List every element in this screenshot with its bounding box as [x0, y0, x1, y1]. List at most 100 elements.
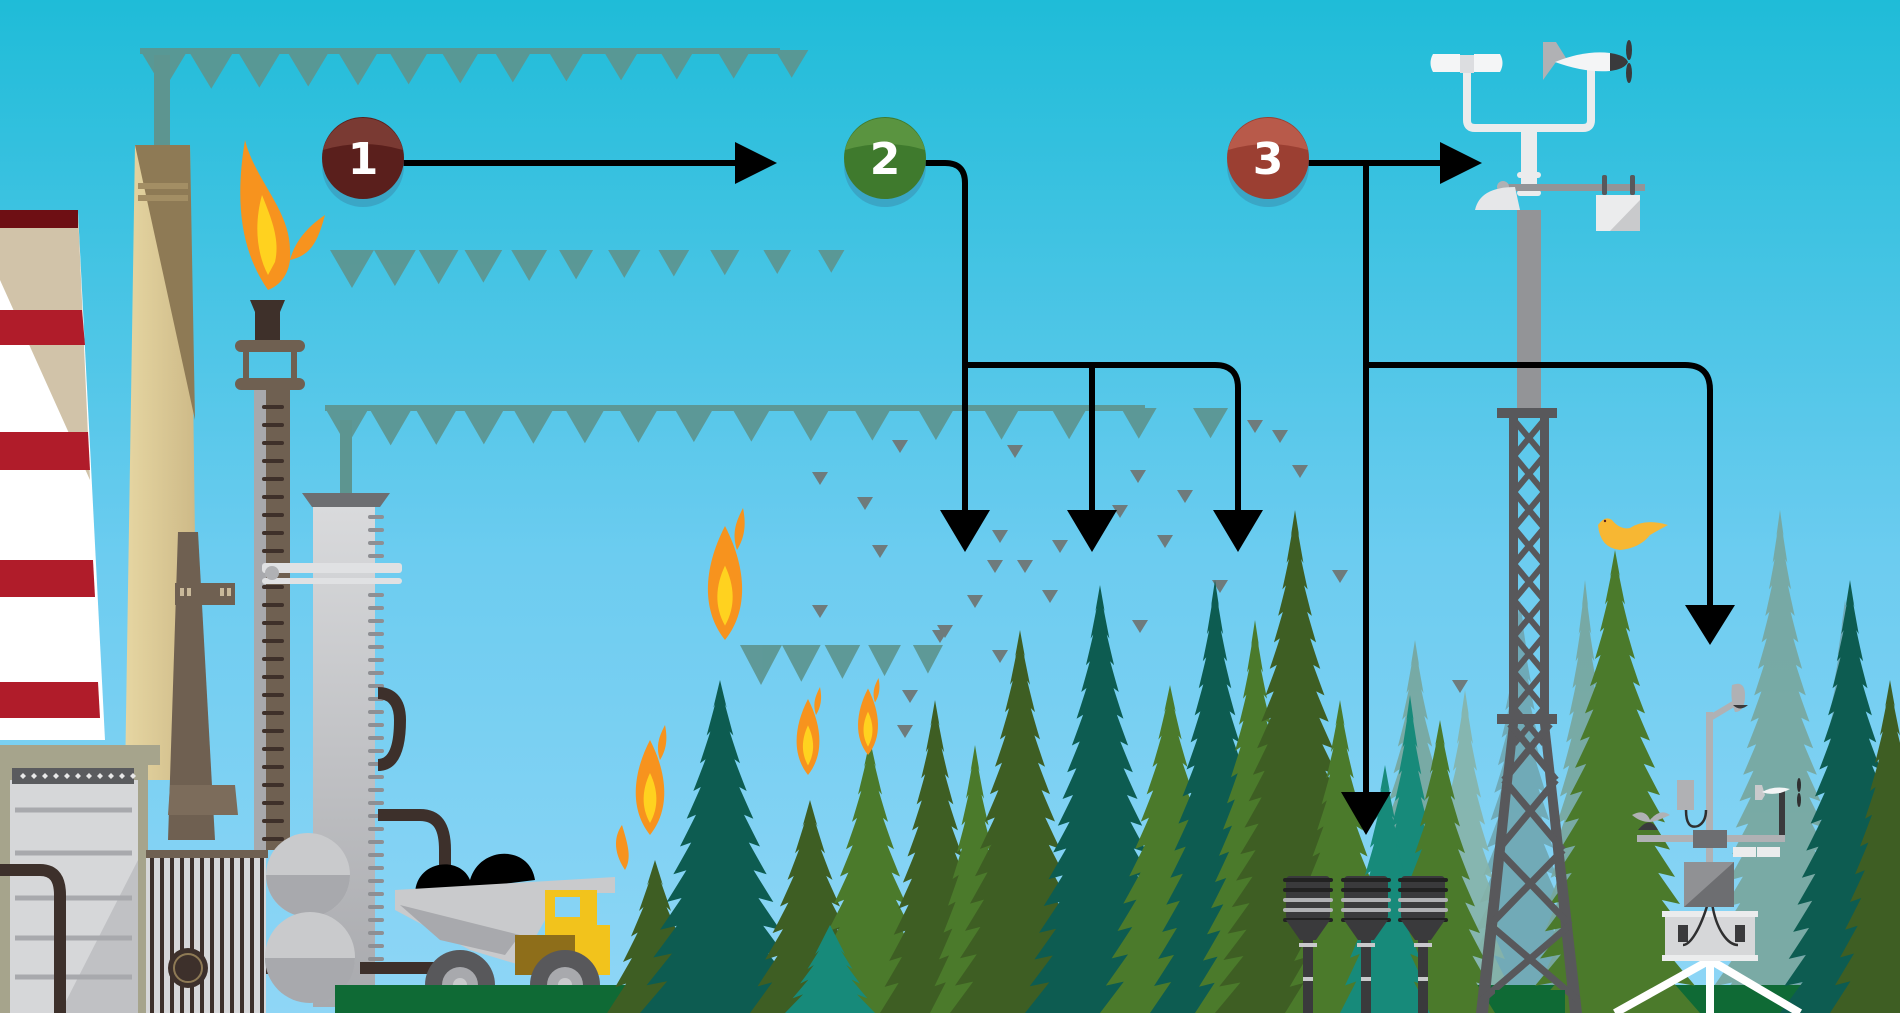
particle	[932, 630, 948, 643]
plume-triangle	[818, 250, 845, 273]
plume-triangle	[414, 408, 458, 445]
flare-stack	[235, 300, 305, 850]
plume-triangle	[775, 50, 809, 78]
plume-triangle	[868, 645, 901, 677]
plume-triangle	[464, 250, 503, 283]
plume-triangle	[731, 408, 771, 442]
plume-triangle	[559, 250, 594, 280]
flow-arrows	[400, 160, 1713, 800]
plume-triangle	[824, 645, 861, 679]
particle	[1177, 490, 1193, 503]
plume-triangle	[917, 408, 955, 441]
particle	[992, 530, 1008, 543]
plume-triangle	[658, 250, 690, 277]
small-chimney	[168, 532, 238, 840]
cooling-tower	[0, 210, 105, 740]
particle	[1272, 430, 1288, 443]
plume-triangle	[330, 250, 374, 288]
particle	[1157, 535, 1173, 548]
pine-forest	[607, 510, 1900, 1013]
refinery-column	[262, 420, 402, 1007]
particle	[872, 545, 888, 558]
arrowhead-down-icon	[940, 510, 990, 552]
air-sampler	[1398, 876, 1448, 1013]
plume-triangle	[188, 50, 235, 89]
plume-triangle	[336, 50, 380, 86]
particle	[812, 472, 828, 485]
bird	[1598, 518, 1668, 550]
particle	[1017, 560, 1033, 573]
smoke-particles	[812, 420, 1468, 738]
particle	[1212, 580, 1228, 593]
step-badge-3: 3	[1227, 117, 1309, 207]
air-sampler	[1341, 876, 1391, 1013]
pine-tree	[640, 680, 800, 1013]
plume-triangle	[440, 50, 481, 84]
plume-triangle	[763, 250, 792, 274]
plume-triangle	[236, 50, 282, 88]
tower-instruments	[1430, 40, 1645, 231]
forest-fire	[616, 508, 880, 870]
plume-triangle	[710, 250, 740, 276]
smoke-plumes	[140, 48, 1229, 685]
arrow-step2-branch	[965, 362, 1241, 515]
particle	[1247, 420, 1263, 433]
arrowhead-right-icon	[735, 142, 777, 184]
particle	[1052, 540, 1068, 553]
particle	[857, 497, 873, 510]
particle	[1042, 590, 1058, 603]
arrowhead-down-icon	[1213, 510, 1263, 552]
flame-icon	[616, 825, 629, 870]
step-number: 2	[870, 134, 901, 185]
arrow-step2-trunk	[915, 160, 968, 510]
plume-triangle	[512, 408, 555, 444]
arrowheads	[735, 142, 1735, 835]
particle	[1332, 570, 1348, 583]
particle	[892, 440, 908, 453]
plume-triangle	[912, 645, 943, 674]
propeller-anemometer-icon	[1543, 40, 1632, 83]
plume-triangle	[388, 50, 430, 85]
plume-triangle	[618, 408, 659, 443]
plume-triangle	[740, 645, 782, 685]
particle	[987, 560, 1003, 573]
plume-triangle	[493, 50, 533, 83]
plume-triangle	[1193, 408, 1229, 439]
storage-tanks	[265, 833, 355, 1003]
particle	[1007, 445, 1023, 458]
plume-triangle	[564, 408, 606, 444]
particle	[992, 650, 1008, 663]
arrowhead-down-icon	[1067, 510, 1117, 552]
particle	[902, 690, 918, 703]
industrial-building	[0, 745, 160, 1013]
pine-tree	[1385, 720, 1495, 1013]
plume-triangle	[418, 250, 459, 285]
pine-tree	[785, 925, 875, 1013]
plume-triangle	[1120, 408, 1157, 439]
plume-triangle	[853, 408, 892, 441]
step-badge-2: 2	[844, 117, 926, 207]
plume-triangle	[983, 408, 1020, 440]
particle	[897, 725, 913, 738]
plume-triangle	[716, 50, 751, 79]
plume-triangle	[547, 50, 586, 82]
particle	[1112, 505, 1128, 518]
plume-triangle	[1051, 408, 1088, 440]
heat-exchanger	[146, 850, 268, 1013]
particle	[1452, 680, 1468, 693]
particle	[1132, 620, 1148, 633]
flame-icon	[635, 725, 667, 835]
plume-triangle	[659, 50, 695, 80]
cup-anemometer-icon	[1430, 54, 1503, 73]
air-samplers	[1283, 876, 1448, 1013]
arrowhead-down-icon	[1341, 792, 1391, 835]
plume-triangle	[791, 408, 831, 442]
arrowhead-right-icon	[1440, 142, 1482, 184]
arrowhead-down-icon	[1685, 605, 1735, 645]
step-number: 3	[1253, 134, 1284, 185]
flame-icon	[796, 687, 822, 775]
flame-icon	[707, 508, 745, 640]
plume-triangle	[602, 50, 640, 81]
particle	[1292, 465, 1308, 478]
